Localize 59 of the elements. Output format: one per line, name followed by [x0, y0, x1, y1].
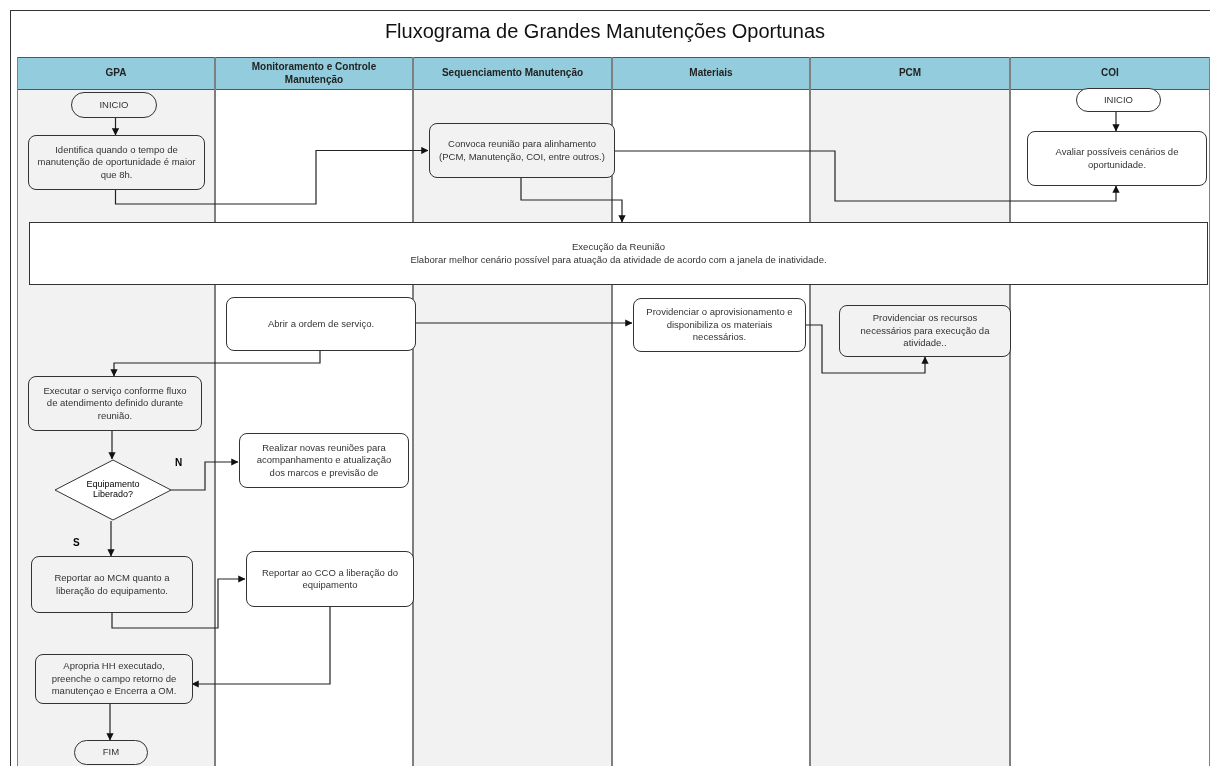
lane-header: Monitoramento e Controle Manutenção [216, 57, 412, 90]
box-text: Apropria HH executado, preenche o campo retorno de manutençao e Encerra a OM. [50, 660, 178, 698]
arrow [107, 520, 115, 557]
edge-label: N [175, 456, 183, 470]
arrow [613, 150, 1120, 202]
box-text: INICIO [99, 98, 129, 112]
process-box [35, 654, 193, 704]
lane-header: PCM [811, 57, 1009, 90]
box-text: Abrir a ordem de serviço. [267, 317, 375, 331]
box-text: Elaborar melhor cenário possível para atuação da atividade de acordo com a janela de inatividade. [410, 253, 827, 266]
arrow [1112, 111, 1120, 132]
box-text: FIM [102, 746, 120, 759]
arrow [111, 117, 120, 136]
box-text: INICIO [1104, 93, 1133, 107]
arrow [414, 319, 633, 327]
process-box [246, 551, 414, 607]
terminal-box [1076, 88, 1161, 112]
box-text: Providenciar os recursos necessários para execução da atividade.. [859, 312, 991, 350]
process-box [28, 135, 205, 190]
lane-header: Materiais [613, 57, 809, 90]
swimlane [17, 57, 215, 766]
process-box [839, 305, 1011, 357]
process-box [226, 297, 416, 351]
swimlane [413, 57, 612, 766]
arrow [520, 177, 626, 223]
box-text: Reportar ao CCO a liberação do equipamento [260, 566, 400, 592]
process-box [1027, 131, 1207, 186]
terminal-box [71, 92, 157, 118]
meeting-box [29, 222, 1208, 285]
box-text: Avaliar possíveis cenários de oportunidade. [1054, 146, 1180, 171]
arrow [170, 458, 239, 491]
box-text: Realizar novas reuniões para acompanhamento e atualização dos marcos e previsão de [255, 442, 393, 479]
lane-header: GPA [18, 57, 214, 90]
arrow [111, 575, 246, 629]
box-text: Execução da Reunião [572, 241, 665, 254]
terminal-box [74, 740, 148, 765]
edge-label: S [73, 536, 80, 550]
box-text: Providenciar o aprovisionamento e disponibiliza os materiais necessários. [645, 306, 794, 344]
process-box [31, 556, 193, 613]
arrow [110, 350, 321, 377]
swimlane [215, 57, 413, 766]
lane-header: Sequenciamento Manutenção [414, 57, 611, 90]
box-text: Convoca reunião para alinhamento (PCM, Manutenção, COI, entre outros.) [438, 138, 606, 163]
arrow [114, 146, 429, 205]
box-text: Executar o serviço conforme fluxo de atendimento definido durante reunião. [42, 385, 188, 422]
swimlane [1010, 57, 1210, 766]
arrow [106, 703, 114, 741]
arrow [191, 606, 331, 688]
lane-header: COI [1011, 57, 1209, 90]
process-box [239, 433, 409, 488]
process-box [633, 298, 806, 352]
arrow [108, 430, 116, 460]
box-text: Identifica quando o tempo de manutenção de oportunidade é maior que 8h. [37, 144, 196, 181]
process-box [429, 123, 615, 178]
box-text: Reportar ao MCM quanto a liberação do equipamento. [53, 572, 171, 597]
diagram-title: Fluxograma de Grandes Manutenções Oportunas [383, 19, 827, 44]
box-text: Equipamento Liberado? [85, 480, 141, 500]
process-box [28, 376, 202, 431]
arrow [804, 324, 929, 374]
